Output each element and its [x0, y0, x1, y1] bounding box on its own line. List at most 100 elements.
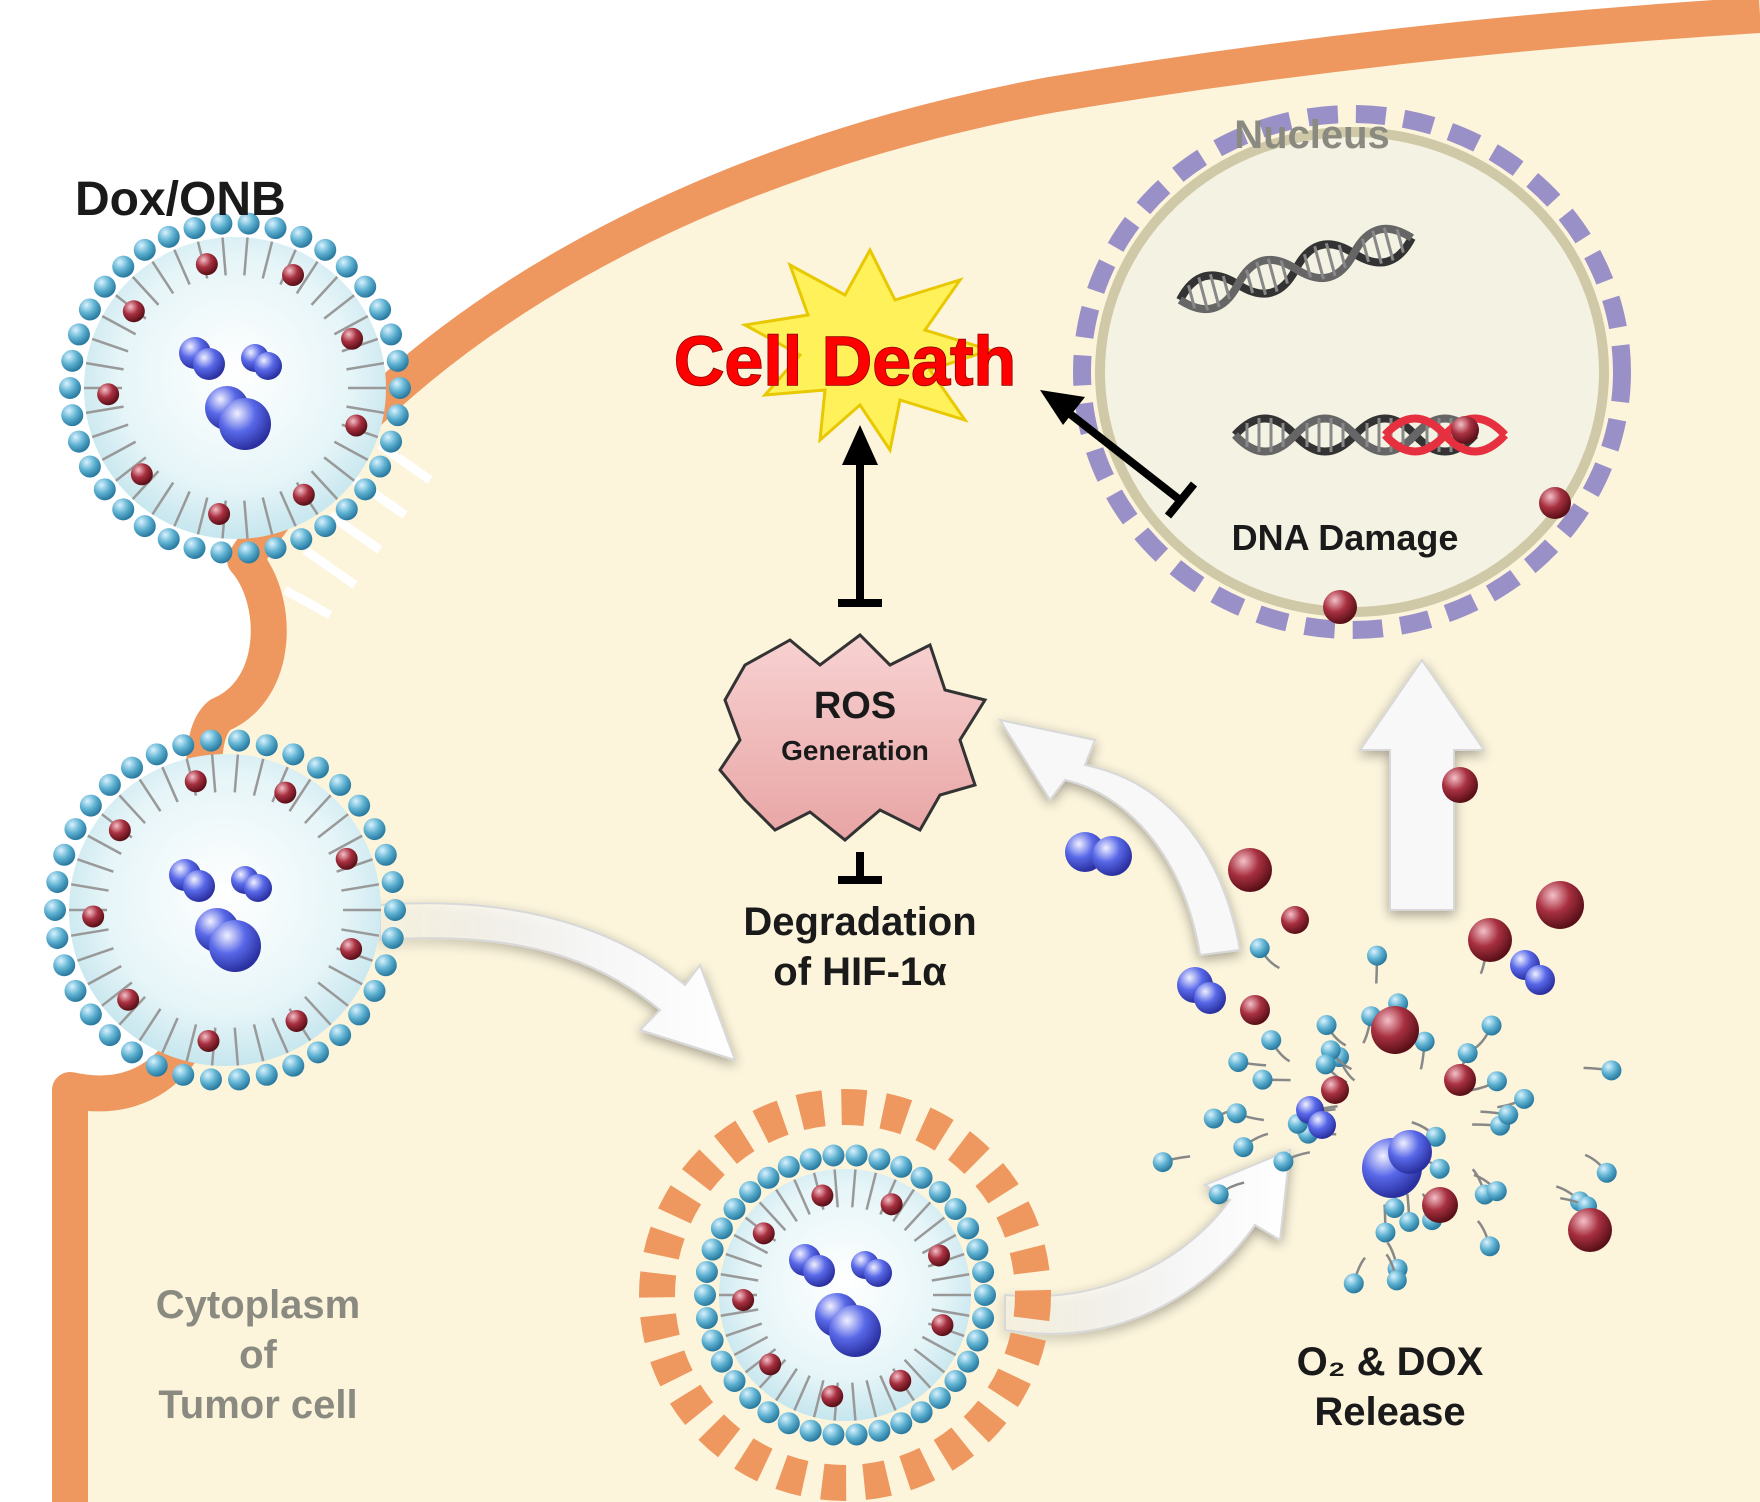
lipid-head: [1152, 1152, 1173, 1173]
lipid-head: [1486, 1071, 1507, 1092]
dox-molecule: [732, 1289, 755, 1312]
dna-damage-label: DNA Damage: [1232, 517, 1459, 558]
dox-molecule: [292, 483, 315, 506]
dox-molecule: [208, 503, 231, 526]
hif-degradation-label-line2: of HIF-1α: [773, 950, 947, 994]
oxygen-molecule: [1388, 1130, 1432, 1174]
dna-to-death-arrow: [1062, 406, 1198, 519]
dox-molecule: [1371, 1006, 1419, 1054]
lipid-head: [1514, 1088, 1535, 1109]
release-label: O₂ & DOX: [1297, 1340, 1484, 1384]
lipid-head: [1429, 1158, 1450, 1179]
dox-molecule: [345, 414, 368, 437]
lipid-head: [1208, 1184, 1229, 1205]
dox-molecule: [752, 1222, 775, 1245]
lipid-head: [1249, 938, 1270, 959]
lipid-head: [1479, 1236, 1500, 1257]
cell-death-label: Cell Death: [674, 322, 1016, 400]
lipid-head: [1226, 1103, 1247, 1124]
dox-molecule: [1240, 995, 1270, 1025]
dox-molecule: [108, 819, 131, 842]
dox-molecule: [1228, 848, 1272, 892]
oxygen-molecule: [183, 870, 215, 902]
oxygen-molecule: [244, 874, 272, 902]
lipid-head: [1233, 1137, 1254, 1158]
nucleus-entry-arrow: [1358, 658, 1486, 911]
lipid-head: [1273, 1151, 1294, 1172]
nanoparticle-label: Dox/ONB: [75, 173, 286, 226]
dox-molecule: [97, 383, 120, 406]
ros-label: ROS: [814, 685, 896, 727]
dox-molecule: [1539, 487, 1571, 519]
ros-arrow: [997, 718, 1242, 957]
nanoparticle-outside: [59, 212, 411, 564]
dna-to-death-arrowhead: [1040, 390, 1085, 425]
lipid-head: [1425, 1126, 1446, 1147]
dox-molecule: [184, 770, 207, 793]
dox-molecule: [1444, 1064, 1476, 1096]
dox-molecule: [274, 781, 297, 804]
lipid-head: [1367, 945, 1388, 966]
dox-molecule: [1468, 918, 1512, 962]
lipid-head: [1457, 1043, 1478, 1064]
lipid-head: [1315, 1054, 1336, 1075]
uptake-arrow: [379, 902, 737, 1062]
dox-molecule: [759, 1353, 782, 1376]
dox-molecule: [195, 253, 218, 276]
cytoplasm-label: Cytoplasm: [156, 1283, 361, 1327]
lipid-head: [1386, 1270, 1407, 1291]
lipid-head: [1399, 1211, 1420, 1232]
dox-molecule: [1451, 416, 1479, 444]
oxygen-molecule: [803, 1255, 835, 1287]
lipid-head: [1343, 1273, 1364, 1294]
dox-molecule: [931, 1314, 954, 1337]
cell-death-burst-icon: [740, 246, 995, 454]
dox-molecule: [1422, 1187, 1458, 1223]
lipid-head: [1596, 1162, 1617, 1183]
oxygen-molecule-icon: [1065, 832, 1132, 876]
dox-molecule: [285, 1009, 308, 1032]
dox-molecule: [1536, 881, 1584, 929]
oxygen-molecule: [193, 348, 225, 380]
dox-molecule: [821, 1385, 844, 1408]
lipid-head: [1316, 1015, 1337, 1036]
hif-degradation-label: Degradation: [743, 900, 976, 944]
dox-molecule: [1281, 906, 1309, 934]
lipid-head: [1375, 1222, 1396, 1243]
cytoplasm-label-line2: of: [239, 1333, 277, 1377]
dox-molecule: [117, 988, 140, 1011]
lipid-head: [1414, 1031, 1435, 1052]
dox-molecule: [340, 938, 363, 961]
lipid-head: [1384, 1198, 1405, 1219]
nucleus: [1073, 105, 1631, 639]
released-lipids: [1152, 881, 1622, 1294]
nucleus-label: Nucleus: [1234, 113, 1390, 157]
nanoparticle-entering: [44, 729, 406, 1091]
dox-molecule: [335, 847, 358, 870]
oxygen-molecule: [1308, 1111, 1336, 1139]
ros-generation-label: Generation: [781, 735, 929, 766]
dox-molecule: [197, 1029, 220, 1052]
lipid-head: [1481, 1015, 1502, 1036]
dox-molecule: [1321, 1076, 1349, 1104]
dox-molecule: [928, 1244, 951, 1267]
cytoplasm-label-line3: Tumor cell: [158, 1383, 357, 1427]
oxygen-molecule: [864, 1259, 892, 1287]
release-label-line2: Release: [1314, 1390, 1465, 1434]
oxygen-molecule: [829, 1305, 881, 1357]
lipid-head: [1261, 1030, 1282, 1051]
oxygen-molecule: [1525, 965, 1555, 995]
oxygen-molecule: [254, 352, 282, 380]
dox-molecule: [811, 1184, 834, 1207]
dox-molecule: [1442, 767, 1478, 803]
dox-molecule: [282, 264, 305, 287]
oxygen-molecule: [209, 920, 261, 972]
dox-molecule: [341, 327, 364, 350]
dox-molecule: [82, 905, 105, 928]
lipid-head: [1601, 1060, 1622, 1081]
lipid-head: [1498, 1104, 1519, 1125]
oxygen-molecule: [219, 398, 271, 450]
dox-molecule: [1323, 590, 1357, 624]
